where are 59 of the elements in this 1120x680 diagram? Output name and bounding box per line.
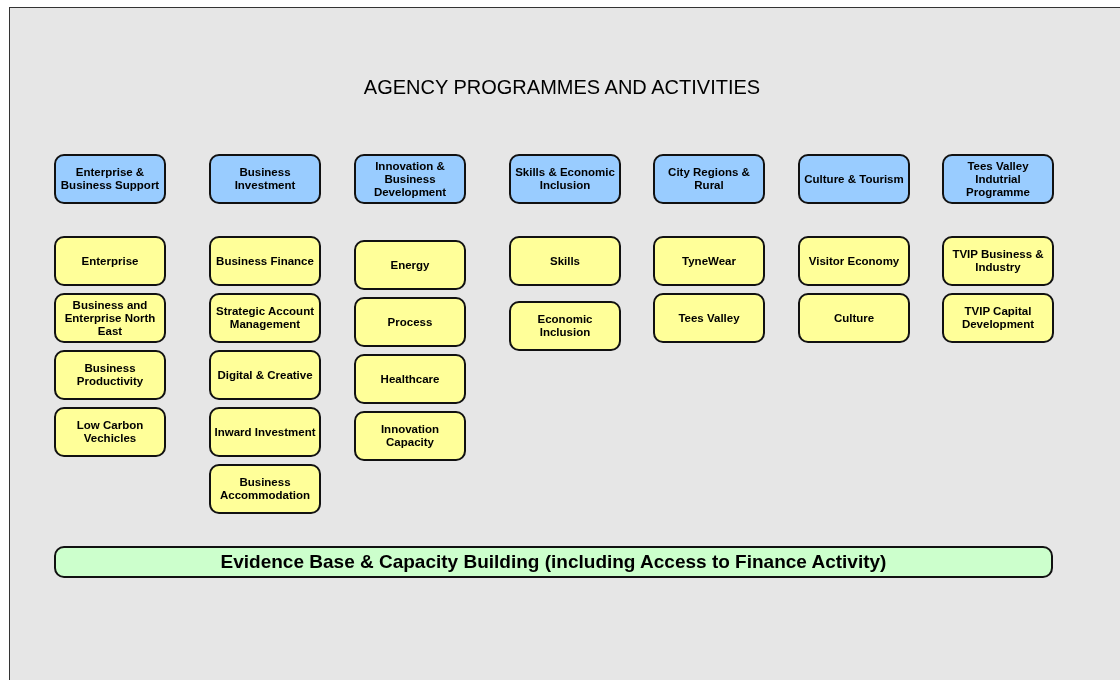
box-label: City Regions & Rural (667, 166, 751, 192)
programme-box (942, 154, 1054, 204)
box-label: Business Productivity (75, 362, 145, 388)
evidence-band (54, 546, 1053, 578)
box-label: Skills (549, 254, 581, 268)
box-label: Tees Valley Indutrial Programme (965, 159, 1031, 199)
box-label: Skills & Economic Inclusion (514, 166, 616, 192)
box-label: Process (387, 315, 433, 329)
activity-box (209, 350, 321, 400)
activity-box (509, 236, 621, 286)
box-label: Innovation Capacity (379, 423, 441, 449)
activity-box (54, 407, 166, 457)
box-label: Business Finance (216, 254, 314, 268)
programme-box (209, 154, 321, 204)
box-label: TVIP Business & Industry (951, 248, 1045, 274)
box-label: Enterprise & Business Support (59, 166, 161, 192)
box-label: Healthcare (380, 372, 440, 386)
activity-box (653, 293, 765, 343)
box-label: Business and Enterprise North East (63, 298, 157, 338)
programme-box (354, 154, 466, 204)
activity-box (942, 236, 1054, 286)
box-label: Culture (833, 311, 875, 325)
programme-box (509, 154, 621, 204)
activity-box (209, 236, 321, 286)
activity-box (798, 293, 910, 343)
activity-box (653, 236, 765, 286)
activity-box (354, 411, 466, 461)
box-label: Economic Inclusion (536, 313, 594, 339)
box-label: TVIP Capital Development (960, 305, 1036, 331)
activity-box (354, 240, 466, 290)
box-label: Inward Investment (214, 425, 316, 439)
box-label: Visitor Economy (808, 254, 900, 268)
activity-box (209, 293, 321, 343)
activity-box (354, 354, 466, 404)
box-label: Digital & Creative (217, 368, 313, 382)
diagram-title: AGENCY PROGRAMMES AND ACTIVITIES (362, 76, 762, 99)
activity-box (54, 350, 166, 400)
box-label: Enterprise (81, 254, 139, 268)
activity-box (209, 464, 321, 514)
programme-box (653, 154, 765, 204)
box-label: TyneWear (682, 254, 736, 268)
programme-box (798, 154, 910, 204)
box-label: Low Carbon Vechicles (75, 419, 145, 445)
activity-box (209, 407, 321, 457)
box-label: Strategic Account Management (215, 305, 315, 331)
activity-box (54, 293, 166, 343)
box-label: Business Accommodation (218, 476, 312, 502)
band-label: Evidence Base & Capacity Building (including Access to Finance Activity) (220, 551, 887, 573)
activity-box (54, 236, 166, 286)
box-label: Culture & Tourism (804, 172, 904, 186)
box-label: Innovation & Business Development (372, 159, 448, 199)
box-label: Energy (390, 258, 430, 272)
box-label: Business Investment (233, 166, 297, 192)
activity-box (509, 301, 621, 351)
activity-box (354, 297, 466, 347)
programme-box (54, 154, 166, 204)
activity-box (798, 236, 910, 286)
activity-box (942, 293, 1054, 343)
box-label: Tees Valley (678, 311, 740, 325)
